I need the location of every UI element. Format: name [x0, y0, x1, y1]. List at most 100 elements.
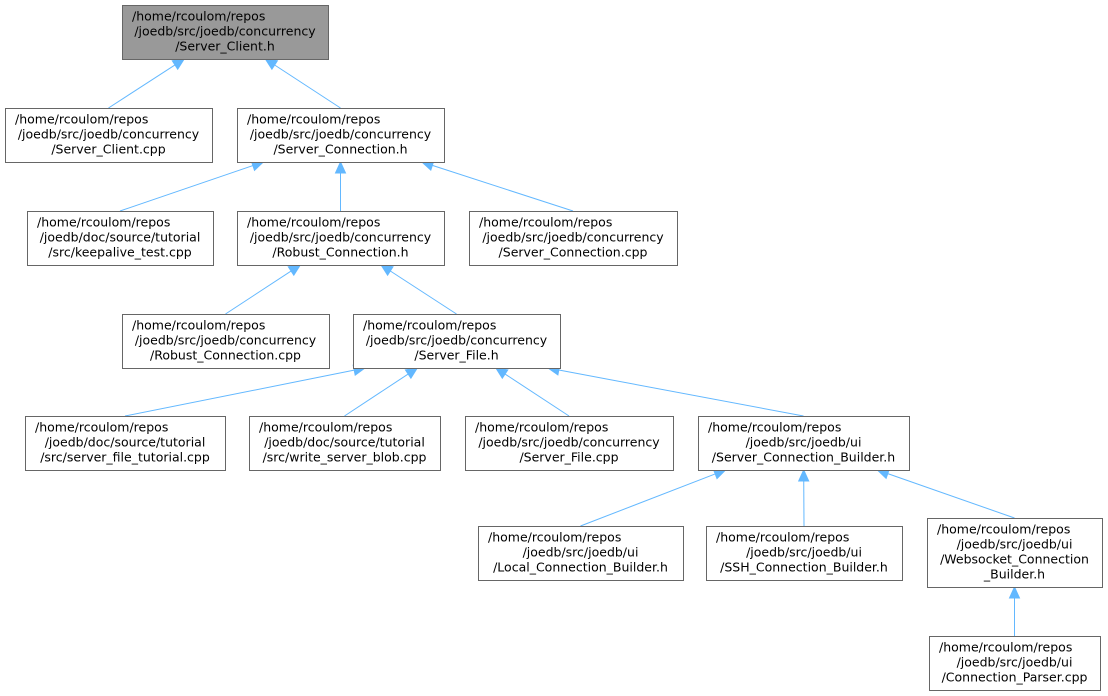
edge-line [108, 64, 176, 109]
node-label-line: /joedb/src/joedb/ui [523, 545, 639, 560]
edge-line [225, 270, 292, 315]
edge-line [504, 373, 570, 417]
edge-line [124, 369, 355, 417]
edge-line [119, 165, 254, 212]
node-box [27, 211, 214, 266]
node-label-line: /joedb/doc/source/tutorial [40, 230, 201, 245]
edge-ssh_connection_builder_h-to-server_connection_builder_h [797, 468, 810, 527]
node-robust_connection_cpp[interactable]: /home/rcoulom/repos/joedb/src/joedb/conc… [122, 314, 330, 369]
edge-server_connection_cpp-to-server_connection_h [420, 160, 574, 212]
edge-connection_parser_cpp-to-websocket_connection_builder_h [1008, 585, 1021, 636]
node-label-line: /Websocket_Connection [940, 552, 1089, 567]
node-label-line: /Connection_Parser.cpp [942, 670, 1088, 685]
node-server_connection_h[interactable]: /home/rcoulom/repos/joedb/src/joedb/conc… [237, 108, 445, 163]
node-label-line: /src/server_file_tutorial.cpp [40, 450, 210, 465]
node-label-line: /joedb/doc/source/tutorial [45, 435, 206, 450]
node-label-line: /home/rcoulom/repos [259, 420, 392, 435]
node-label-line: /Robust_Connection.h [272, 245, 408, 260]
edge-line [390, 270, 457, 315]
node-server_connection_builder_h[interactable]: /home/rcoulom/repos/joedb/src/joedb/ui/S… [698, 416, 910, 471]
edge-server_file_tutorial_cpp-to-server_file_h [124, 364, 367, 417]
edge-arrowhead [1008, 585, 1021, 599]
node-box [927, 518, 1103, 588]
node-write_server_blob_cpp[interactable]: /home/rcoulom/repos/joedb/doc/source/tut… [249, 416, 441, 471]
node-keepalive_test_cpp[interactable]: /home/rcoulom/repos/joedb/doc/source/tut… [27, 211, 214, 266]
node-label-line: /Server_Connection.h [273, 142, 407, 157]
node-label-line: /home/rcoulom/repos [132, 318, 265, 333]
nodes-layer: /home/rcoulom/repos/joedb/src/joedb/conc… [5, 5, 1103, 691]
node-server_client_cpp[interactable]: /home/rcoulom/repos/joedb/src/joedb/conc… [5, 108, 213, 163]
edge-line [580, 473, 716, 527]
edge-line [274, 64, 341, 109]
node-label-line: /home/rcoulom/repos [363, 318, 496, 333]
node-label-line: /Local_Connection_Builder.h [493, 560, 668, 575]
node-label-line: /joedb/src/joedb/concurrency [18, 127, 200, 142]
node-websocket_connection_builder_h[interactable]: /home/rcoulom/repos/joedb/src/joedb/ui/W… [927, 518, 1103, 588]
node-server_client_h[interactable]: /home/rcoulom/repos/joedb/src/joedb/conc… [122, 5, 329, 60]
edge-robust_connection_h-to-server_connection_h [334, 160, 347, 211]
node-label-line: /joedb/src/joedb/ui [746, 545, 862, 560]
edge-arrowhead [334, 160, 347, 174]
edge-server_connection_h-to-server_client_h [264, 58, 341, 109]
edge-keepalive_test_cpp-to-server_connection_h [119, 160, 265, 212]
node-box [465, 416, 674, 471]
node-box [122, 314, 330, 369]
node-server_file_tutorial_cpp[interactable]: /home/rcoulom/repos/joedb/doc/source/tut… [25, 416, 226, 471]
node-connection_parser_cpp[interactable]: /home/rcoulom/repos/joedb/src/joedb/ui/C… [929, 636, 1101, 691]
node-local_connection_builder_h[interactable]: /home/rcoulom/repos/joedb/src/joedb/ui/L… [478, 526, 684, 581]
node-label-line: /home/rcoulom/repos [939, 640, 1072, 655]
node-label-line: /home/rcoulom/repos [708, 420, 841, 435]
node-server_connection_cpp[interactable]: /home/rcoulom/repos/joedb/src/joedb/conc… [469, 211, 678, 266]
node-label-line: /home/rcoulom/repos [132, 9, 265, 24]
edge-server_file_h-to-robust_connection_h [380, 264, 457, 315]
node-label-line: /home/rcoulom/repos [247, 112, 380, 127]
edge-arrowhead [797, 468, 810, 482]
node-label-line: _Builder.h [983, 567, 1045, 582]
node-box [469, 211, 678, 266]
node-ssh_connection_builder_h[interactable]: /home/rcoulom/repos/joedb/src/joedb/ui/S… [706, 526, 903, 581]
node-label-line: /joedb/src/joedb/concurrency [482, 230, 664, 245]
node-robust_connection_h[interactable]: /home/rcoulom/repos/joedb/src/joedb/conc… [237, 211, 445, 266]
edge-line [344, 373, 409, 417]
node-box [122, 5, 329, 60]
node-label-line: /joedb/src/joedb/concurrency [134, 24, 316, 39]
node-label-line: /joedb/src/joedb/concurrency [478, 435, 660, 450]
node-label-line: /joedb/src/joedb/ui [746, 435, 862, 450]
node-label-line: /SSH_Connection_Builder.h [720, 560, 888, 575]
edge-server_client_cpp-to-server_client_h [108, 58, 186, 109]
node-label-line: /joedb/doc/source/tutorial [264, 435, 425, 450]
node-box [929, 636, 1101, 691]
node-label-line: /home/rcoulom/repos [15, 112, 148, 127]
node-label-line: /home/rcoulom/repos [479, 215, 612, 230]
node-label-line: /src/write_server_blob.cpp [263, 450, 427, 465]
node-label-line: /home/rcoulom/repos [716, 530, 849, 545]
node-label-line: /joedb/src/joedb/concurrency [135, 333, 317, 348]
edge-line [558, 369, 804, 417]
node-label-line: /Server_Connection_Builder.h [712, 450, 895, 465]
node-server_file_h[interactable]: /home/rcoulom/repos/joedb/src/joedb/conc… [353, 314, 561, 369]
node-box [478, 526, 684, 581]
node-label-line: /joedb/src/joedb/ui [957, 537, 1073, 552]
node-label-line: /home/rcoulom/repos [35, 420, 168, 435]
node-label-line: /home/rcoulom/repos [937, 522, 1070, 537]
node-box [698, 416, 910, 471]
node-label-line: /home/rcoulom/repos [488, 530, 621, 545]
edge-arrowhead [404, 367, 419, 380]
node-server_file_cpp[interactable]: /home/rcoulom/repos/joedb/src/joedb/conc… [465, 416, 674, 471]
edge-server_connection_builder_h-to-server_file_h [546, 364, 804, 417]
node-box [237, 211, 445, 266]
node-label-line: /joedb/src/joedb/concurrency [366, 333, 548, 348]
node-box [706, 526, 903, 581]
node-label-line: /home/rcoulom/repos [247, 215, 380, 230]
node-label-line: /joedb/src/joedb/concurrency [250, 127, 432, 142]
node-label-line: /home/rcoulom/repos [475, 420, 608, 435]
node-label-line: /joedb/src/joedb/concurrency [250, 230, 432, 245]
node-label-line: /Server_File.h [414, 348, 498, 363]
edge-arrowhead [171, 58, 186, 71]
node-box [5, 108, 213, 163]
edge-line [432, 164, 574, 212]
edge-arrowhead [287, 264, 302, 277]
node-box [25, 416, 226, 471]
edge-arrowhead [264, 58, 279, 71]
